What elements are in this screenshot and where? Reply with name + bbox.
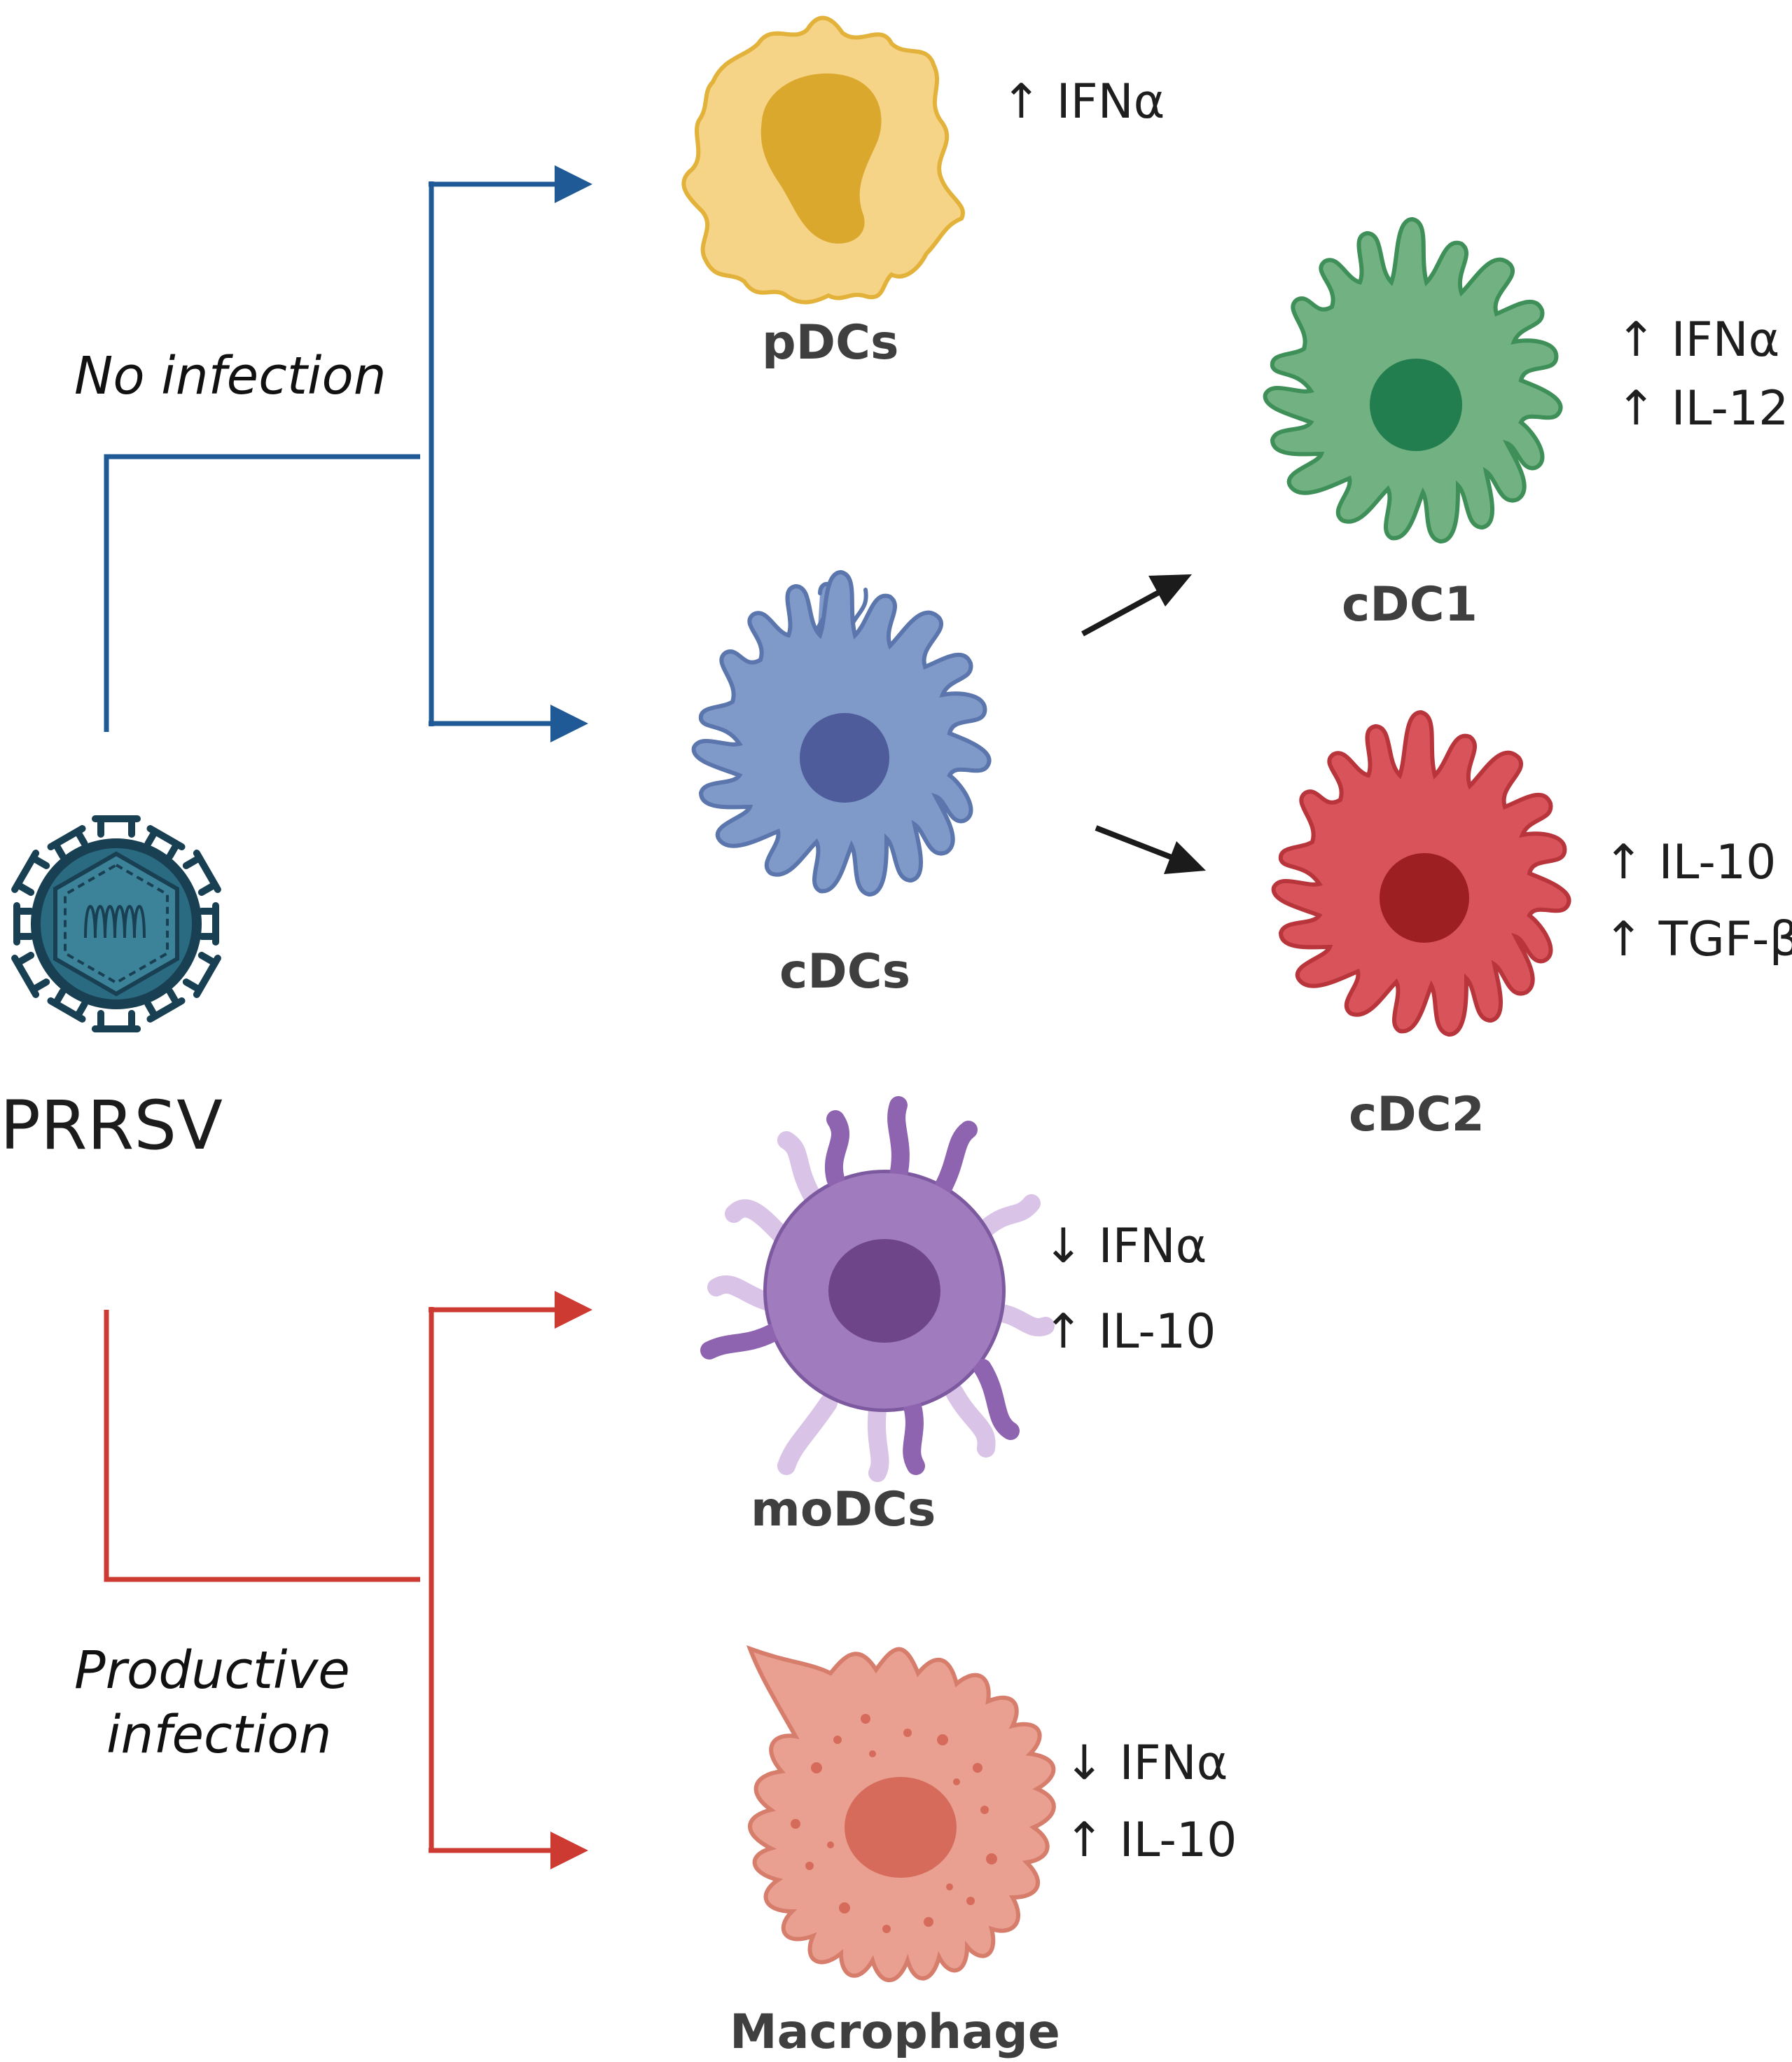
no-infection-stem bbox=[104, 454, 420, 732]
infection-stem bbox=[104, 1310, 420, 1582]
modcs-cytokine-2: ↑ IL-10 bbox=[1043, 1304, 1216, 1359]
productive-infection-connector bbox=[104, 1307, 557, 1853]
cdc2-cytokine-2: ↑ TGF-β bbox=[1604, 912, 1792, 967]
productive-infection-label-line1: Productive bbox=[74, 1640, 350, 1701]
macrophage-cell-icon bbox=[746, 1645, 1056, 1983]
cdc1-cytokine-1: ↑ IFNα bbox=[1616, 312, 1779, 368]
cdc1-cytokine-2: ↑ IL-12 bbox=[1616, 381, 1788, 436]
arrow-to-cdc2-head bbox=[1164, 841, 1206, 874]
arrow-to-cdc2-line bbox=[1095, 825, 1176, 862]
pdc-cell-icon bbox=[681, 15, 965, 305]
pdcs-cytokine-1: ↑ IFNα bbox=[1001, 74, 1165, 130]
virus-icon bbox=[11, 815, 221, 1032]
cdc2-cell-icon bbox=[1271, 710, 1571, 1037]
macrophage-label: Macrophage bbox=[730, 2005, 1060, 2060]
cdcs-label: cDCs bbox=[779, 944, 910, 999]
arrowhead-to-cdcs bbox=[550, 705, 588, 742]
productive-infection-label-line2: infection bbox=[106, 1705, 331, 1765]
macrophage-cytokine-2: ↑ IL-10 bbox=[1064, 1813, 1237, 1868]
no-infection-label: No infection bbox=[74, 346, 387, 406]
cdc2-cytokine-1: ↑ IL-10 bbox=[1604, 835, 1776, 890]
cdc2-label: cDC2 bbox=[1349, 1087, 1485, 1142]
arrowhead-to-macrophage bbox=[550, 1832, 588, 1869]
modcs-label: moDCs bbox=[751, 1482, 936, 1537]
cdc1-label: cDC1 bbox=[1342, 577, 1478, 632]
arrowhead-to-pdcs bbox=[555, 165, 592, 203]
cdc-cell-icon bbox=[691, 569, 992, 897]
cdc1-cell-icon bbox=[1263, 216, 1563, 544]
cdc-differentiation-arrows bbox=[1081, 574, 1206, 874]
modcs-cytokine-1: ↓ IFNα bbox=[1043, 1219, 1207, 1274]
arrowhead-to-modcs bbox=[555, 1291, 592, 1329]
arrow-to-cdc1-line bbox=[1081, 588, 1164, 637]
no-infection-connector bbox=[104, 181, 557, 732]
macrophage-cytokine-1: ↓ IFNα bbox=[1064, 1736, 1228, 1791]
virus-name: PRRSV bbox=[0, 1086, 223, 1165]
pdcs-label: pDCs bbox=[762, 315, 899, 371]
arrow-to-cdc1-head bbox=[1148, 574, 1192, 607]
modc-cell-icon bbox=[700, 1096, 1055, 1482]
